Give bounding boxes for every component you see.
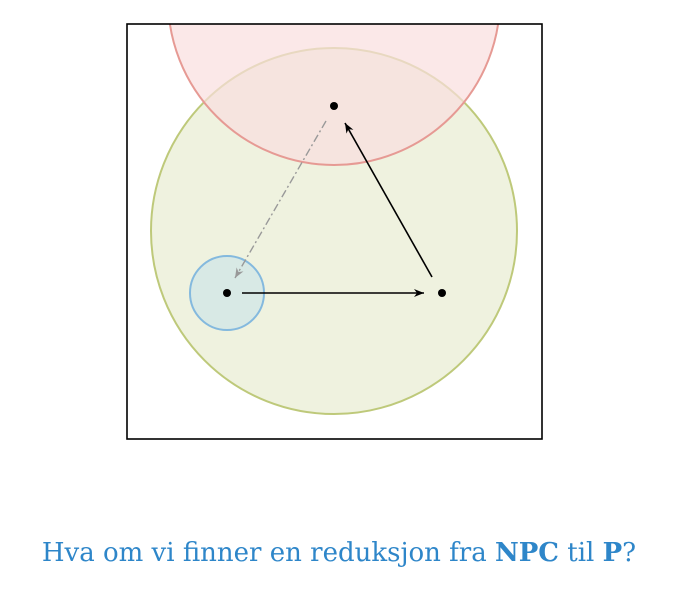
arrow-right-to-top bbox=[344, 122, 433, 278]
diagram bbox=[126, 23, 543, 440]
circles-group bbox=[150, 24, 518, 415]
node-right bbox=[438, 289, 446, 297]
caption-text-middle: til bbox=[559, 538, 603, 568]
node-top bbox=[330, 102, 338, 110]
node-left bbox=[223, 289, 231, 297]
red-region bbox=[168, 24, 500, 166]
caption-npc: NPC bbox=[494, 538, 559, 568]
frame-border bbox=[126, 23, 543, 440]
dashed-arrow-top-to-left bbox=[234, 120, 327, 279]
caption-text-end: ? bbox=[622, 538, 637, 568]
caption-p: P bbox=[602, 538, 623, 568]
caption: Hva om vi finner en reduksjon fra NPC ti… bbox=[0, 538, 678, 568]
caption-text-start: Hva om vi finner en reduksjon fra bbox=[41, 538, 495, 568]
